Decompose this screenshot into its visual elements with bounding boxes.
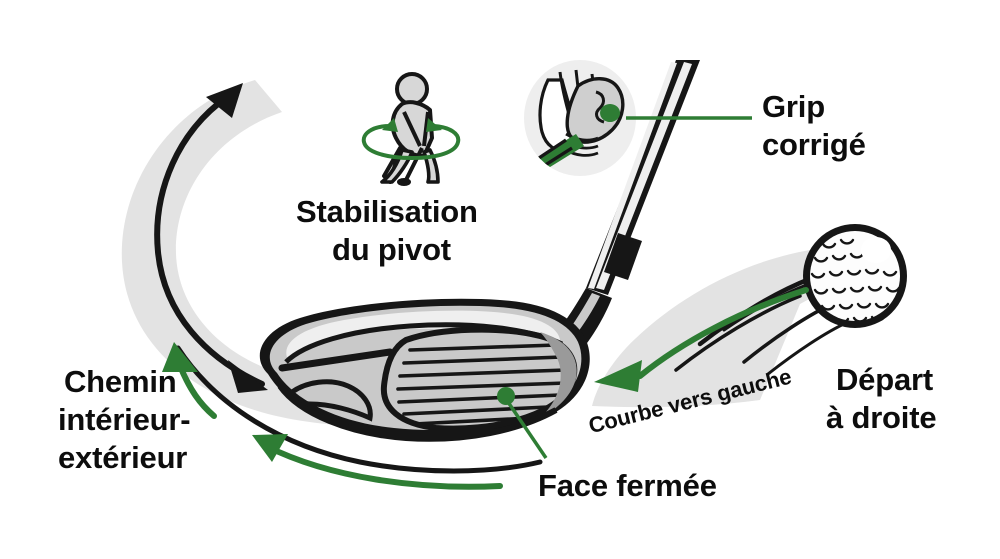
ball-curve-arrowhead bbox=[594, 360, 642, 392]
golfer-arm-right bbox=[422, 111, 430, 147]
golfer-club-shaft bbox=[404, 147, 424, 181]
label-path-line2: intérieur- bbox=[58, 402, 190, 437]
label-path-line3: extérieur bbox=[58, 440, 187, 475]
label-path: Chemin intérieur- extérieur bbox=[58, 364, 191, 475]
golfer-arm-left bbox=[402, 111, 422, 147]
label-pivot-line2: du pivot bbox=[332, 232, 451, 267]
label-face: Face fermée bbox=[538, 468, 717, 503]
face-leader-stem bbox=[506, 401, 548, 459]
head-crown-highlight bbox=[286, 310, 561, 360]
inside-out-arrowhead bbox=[252, 434, 288, 462]
path-up-stem bbox=[177, 363, 217, 419]
head-heel-seam bbox=[278, 348, 394, 372]
inside-out-arrow bbox=[252, 434, 503, 490]
hands-grip-club-icon bbox=[524, 60, 636, 176]
label-grip-line2: corrigé bbox=[762, 127, 866, 162]
ball-curve-line bbox=[637, 287, 809, 379]
pivot-rotation-ellipse bbox=[361, 124, 461, 161]
swing-arrow-curve bbox=[154, 95, 265, 387]
head-sole-detail bbox=[289, 379, 373, 422]
label-start-line2: à droite bbox=[826, 400, 936, 435]
ball-dimples bbox=[810, 238, 901, 324]
shaft-ferrule bbox=[604, 233, 642, 280]
path-up-arrow bbox=[162, 342, 217, 419]
label-path-line1: Chemin bbox=[64, 364, 176, 399]
grip-icon-art bbox=[524, 69, 625, 176]
old-path-line bbox=[175, 345, 543, 474]
golfer-address-rotation-icon bbox=[361, 72, 461, 186]
label-pivot-line1: Stabilisation bbox=[296, 194, 478, 229]
label-grip-line1: Grip bbox=[762, 89, 825, 124]
head-face-area bbox=[380, 326, 578, 432]
grip-front-hand bbox=[565, 77, 625, 144]
ball-curve-arrow bbox=[594, 287, 809, 392]
pivot-arrow-right bbox=[426, 118, 442, 132]
golfer-head bbox=[395, 72, 429, 106]
face-grooves bbox=[396, 343, 568, 426]
head-toe-shadow bbox=[540, 332, 577, 418]
head-sole-line bbox=[277, 384, 558, 442]
swing-arrow-head-bottom bbox=[228, 360, 268, 393]
swing-arrow-head-top bbox=[206, 83, 243, 118]
label-pivot: Stabilisation du pivot bbox=[296, 194, 478, 267]
label-face-line1: Face fermée bbox=[538, 468, 717, 503]
swing-plane-arrow bbox=[154, 83, 268, 393]
streak-2 bbox=[674, 294, 802, 372]
golfer-club-head bbox=[397, 178, 411, 186]
grip-green-thumbpad bbox=[600, 104, 621, 122]
ball-highlight bbox=[861, 237, 891, 263]
path-up-arrowhead bbox=[162, 342, 198, 372]
label-start-line1: Départ bbox=[836, 362, 933, 397]
face-leader-dot bbox=[497, 387, 515, 405]
inside-out-curve bbox=[263, 443, 503, 490]
golf-ball bbox=[803, 224, 907, 328]
green-leader-line-face bbox=[497, 387, 548, 459]
grip-glove-crease bbox=[595, 90, 605, 124]
pivot-arrow-left bbox=[382, 118, 398, 132]
old-path-curve bbox=[175, 345, 543, 474]
label-start: Départ à droite bbox=[826, 362, 937, 435]
label-grip: Grip corrigé bbox=[762, 89, 866, 162]
